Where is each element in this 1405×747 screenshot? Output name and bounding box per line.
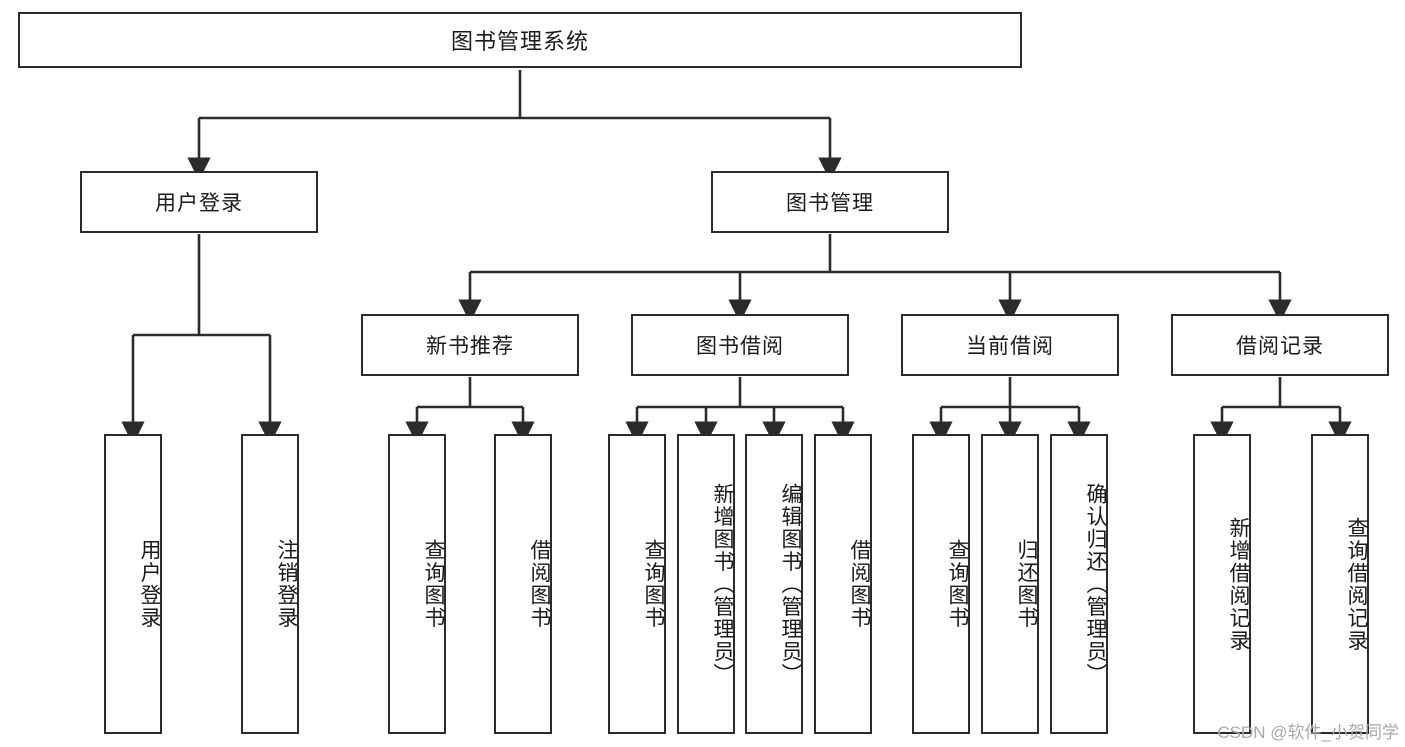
leaf-user-login-login-label: 用户登录 xyxy=(138,539,161,629)
leaf-borrow-edit-book-label: 编辑图书（管理员） xyxy=(779,482,802,686)
leaf-borrow-add-book-label: 新增图书（管理员） xyxy=(711,482,734,686)
node-new-book-recommend-label: 新书推荐 xyxy=(426,335,514,358)
node-new-book-recommend[interactable]: 新书推荐 xyxy=(361,314,579,376)
leaf-borrow-edit-book[interactable]: 编辑图书（管理员） xyxy=(745,434,803,734)
leaf-borrow-borrow-book[interactable]: 借阅图书 xyxy=(814,434,872,734)
leaf-recommend-borrow-book[interactable]: 借阅图书 xyxy=(494,434,552,734)
node-current-borrow[interactable]: 当前借阅 xyxy=(901,314,1119,376)
leaf-current-confirm-return-label: 确认归还（管理员） xyxy=(1084,482,1107,686)
leaf-borrow-borrow-book-label: 借阅图书 xyxy=(848,539,871,629)
leaf-user-login-logout[interactable]: 注销登录 xyxy=(241,434,299,734)
leaf-recommend-query-book[interactable]: 查询图书 xyxy=(388,434,446,734)
node-root-label: 图书管理系统 xyxy=(450,29,589,54)
node-book-management[interactable]: 图书管理 xyxy=(711,171,949,233)
leaf-borrow-query-book[interactable]: 查询图书 xyxy=(608,434,666,734)
node-borrow-record[interactable]: 借阅记录 xyxy=(1171,314,1389,376)
node-borrow-record-label: 借阅记录 xyxy=(1236,335,1324,358)
leaf-record-query-record[interactable]: 查询借阅记录 xyxy=(1311,434,1369,734)
leaf-borrow-query-book-label: 查询图书 xyxy=(642,539,665,629)
node-user-login-label: 用户登录 xyxy=(155,192,243,215)
leaf-current-query-book-label: 查询图书 xyxy=(946,539,969,629)
leaf-current-return-book[interactable]: 归还图书 xyxy=(981,434,1039,734)
csdn-watermark: CSDN @软件_小贺同学 xyxy=(1217,723,1399,742)
leaf-record-add-record-label: 新增借阅记录 xyxy=(1227,516,1250,652)
node-book-management-label: 图书管理 xyxy=(786,192,874,215)
leaf-current-return-book-label: 归还图书 xyxy=(1015,539,1038,629)
leaf-recommend-query-book-label: 查询图书 xyxy=(422,539,445,629)
leaf-record-query-record-label: 查询借阅记录 xyxy=(1345,516,1368,652)
node-user-login[interactable]: 用户登录 xyxy=(80,171,318,233)
leaf-current-query-book[interactable]: 查询图书 xyxy=(912,434,970,734)
leaf-user-login-login[interactable]: 用户登录 xyxy=(104,434,162,734)
leaf-record-add-record[interactable]: 新增借阅记录 xyxy=(1193,434,1251,734)
node-book-borrow[interactable]: 图书借阅 xyxy=(631,314,849,376)
node-root[interactable]: 图书管理系统 xyxy=(18,12,1022,68)
leaf-recommend-borrow-book-label: 借阅图书 xyxy=(528,539,551,629)
node-current-borrow-label: 当前借阅 xyxy=(966,335,1054,358)
node-book-borrow-label: 图书借阅 xyxy=(696,335,784,358)
leaf-user-login-logout-label: 注销登录 xyxy=(275,539,298,629)
leaf-current-confirm-return[interactable]: 确认归还（管理员） xyxy=(1050,434,1108,734)
leaf-borrow-add-book[interactable]: 新增图书（管理员） xyxy=(677,434,735,734)
